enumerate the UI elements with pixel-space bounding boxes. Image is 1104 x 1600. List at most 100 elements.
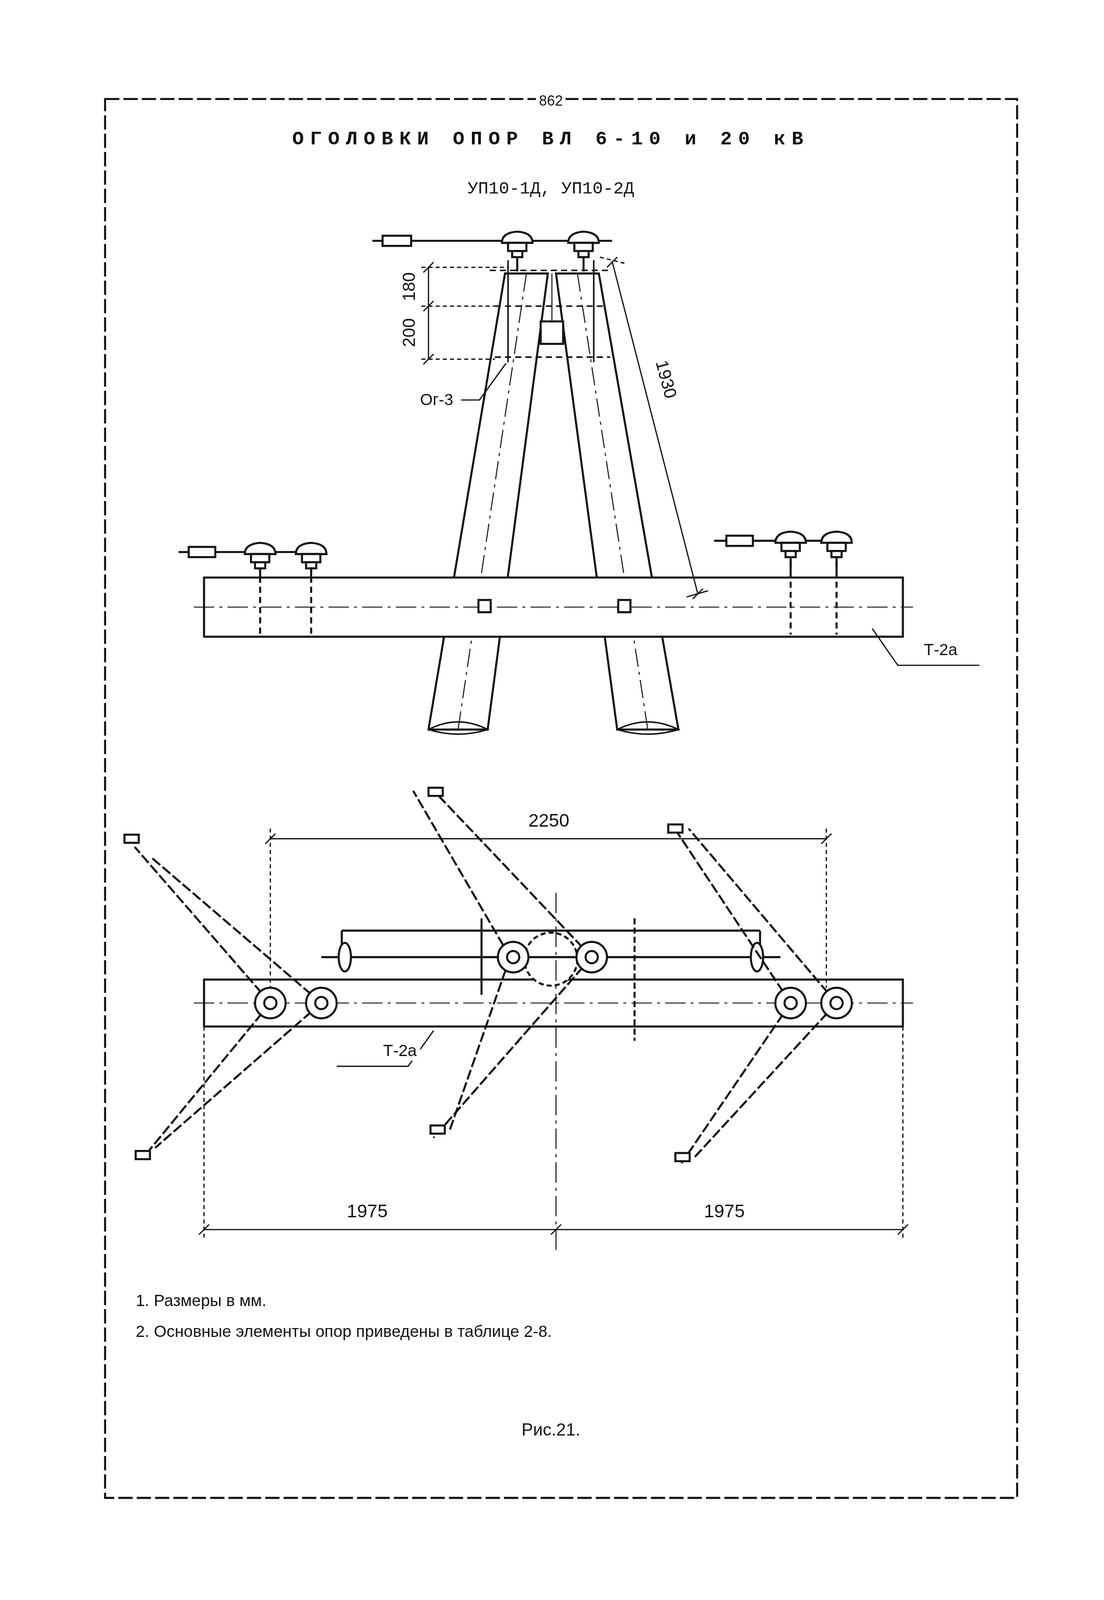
- plan-dimensions: [199, 1224, 210, 1235]
- crossarm-plan: [555, 892, 557, 1250]
- plan-insulators: [506, 950, 520, 963]
- dimension-value: 1975: [346, 1202, 388, 1223]
- head-straps: [592, 260, 595, 363]
- part-name: Т-2а: [379, 1041, 420, 1060]
- plan-dimensions: [825, 828, 827, 988]
- plan-dimensions: [204, 1228, 904, 1231]
- plan-insulators: [124, 834, 139, 843]
- crossarm-plan: [524, 932, 578, 986]
- plan-dimensions: [265, 833, 276, 844]
- crossarm-plan: [340, 930, 343, 945]
- dimension-lines: [692, 588, 704, 599]
- guy-wires: [413, 790, 510, 957]
- plan-dimensions: [336, 1030, 434, 1066]
- sheet-frame: [105, 99, 1018, 1498]
- guy-wires: [142, 1002, 271, 1158]
- plan-insulators: [668, 824, 683, 833]
- plan-dimensions: [821, 833, 832, 844]
- plan-insulators: [264, 996, 277, 1009]
- dimension-lines: [606, 256, 618, 268]
- head-straps: [507, 260, 509, 363]
- head-straps: [494, 305, 607, 307]
- crossarm-plan: [759, 930, 762, 945]
- plan-dimensions: [203, 1026, 205, 1240]
- sheet-frame: [105, 99, 1018, 1498]
- dimension-lines: [423, 300, 434, 312]
- plan-insulators: [498, 941, 529, 973]
- pole-legs: [457, 273, 527, 730]
- guy-wires: [134, 790, 837, 1163]
- pole-legs: [551, 273, 553, 322]
- plan-insulators: [784, 996, 797, 1009]
- plan-insulators: [124, 787, 852, 1161]
- top-insulators: [501, 231, 533, 272]
- top-insulators: [382, 235, 412, 246]
- crossarm-plan: [341, 929, 761, 932]
- dimension-lines: [872, 628, 980, 666]
- crossarm-plan: [321, 955, 781, 958]
- pole-legs: [540, 321, 563, 344]
- note-text: 2. Основные элементы опор приведены в та…: [135, 1322, 552, 1340]
- guy-wires: [688, 828, 837, 1003]
- pole-legs: [617, 721, 679, 734]
- head-straps: [489, 260, 613, 363]
- crossarm-plan: [193, 892, 913, 1250]
- dimension-lines: [421, 266, 509, 269]
- side-insulators: [726, 535, 754, 546]
- guy-wires: [150, 856, 322, 1003]
- type-designation: УП10-1Д, УП10-2Д: [467, 180, 634, 200]
- crossarm-plan: [204, 979, 904, 1026]
- plan-dimensions: [550, 1224, 562, 1235]
- side-insulators: [188, 546, 216, 557]
- plan-dimensions: [897, 1224, 909, 1235]
- note-text: 1. Размеры в мм.: [135, 1291, 267, 1310]
- pole-legs: [428, 273, 679, 734]
- crossarm-plan: [480, 918, 483, 995]
- dimension-lines: [421, 358, 495, 360]
- dimension-lines: [612, 261, 698, 594]
- guy-wires: [155, 1002, 322, 1148]
- dimension-lines: [421, 305, 495, 307]
- guy-wires: [438, 795, 592, 957]
- side-insulators: [821, 531, 853, 572]
- top-insulators: [568, 231, 599, 272]
- pole-legs: [428, 721, 488, 734]
- dimension-lines: [427, 267, 430, 360]
- pole-legs: [577, 273, 649, 730]
- dimension-value: 2250: [528, 811, 570, 832]
- side-insulators: [775, 531, 807, 572]
- crossarm-elevation: [478, 599, 491, 613]
- part-name: Ог-3: [420, 391, 454, 409]
- plan-dimensions: [270, 838, 827, 840]
- plan-insulators: [830, 996, 843, 1009]
- crossarm-plan: [338, 942, 351, 972]
- side-insulators: [295, 542, 327, 583]
- plan-insulators: [585, 950, 598, 963]
- figure-caption: Рис.21.: [521, 1420, 581, 1440]
- side-insulators: [178, 531, 852, 583]
- crossarm-elevation: [193, 540, 913, 637]
- guy-wires: [448, 956, 511, 1133]
- plan-insulators: [306, 987, 337, 1019]
- guy-wires: [681, 1002, 791, 1163]
- pole-legs: [555, 273, 679, 730]
- side-insulators: [244, 542, 276, 583]
- plan-dimensions: [199, 828, 909, 1240]
- plan-insulators: [255, 987, 286, 1019]
- guy-wires: [433, 956, 592, 1138]
- dimension-value: 1930: [650, 355, 681, 404]
- plan-dimensions: [269, 828, 271, 988]
- plan-insulators: [428, 787, 443, 796]
- dimension-lines: [461, 363, 506, 400]
- part-name: Т-2а: [923, 641, 958, 659]
- plan-dimensions: [902, 1026, 904, 1240]
- drawing-title: ОГОЛОВКИ ОПОР ВЛ 6-10 и 20 кВ: [292, 128, 810, 151]
- plan-insulators: [576, 941, 608, 973]
- head-straps: [494, 356, 611, 358]
- plan-insulators: [821, 987, 853, 1019]
- pole-legs: [428, 273, 548, 730]
- guy-wires: [134, 846, 271, 1003]
- crossarm-plan: [633, 918, 636, 1041]
- plan-insulators: [315, 996, 328, 1009]
